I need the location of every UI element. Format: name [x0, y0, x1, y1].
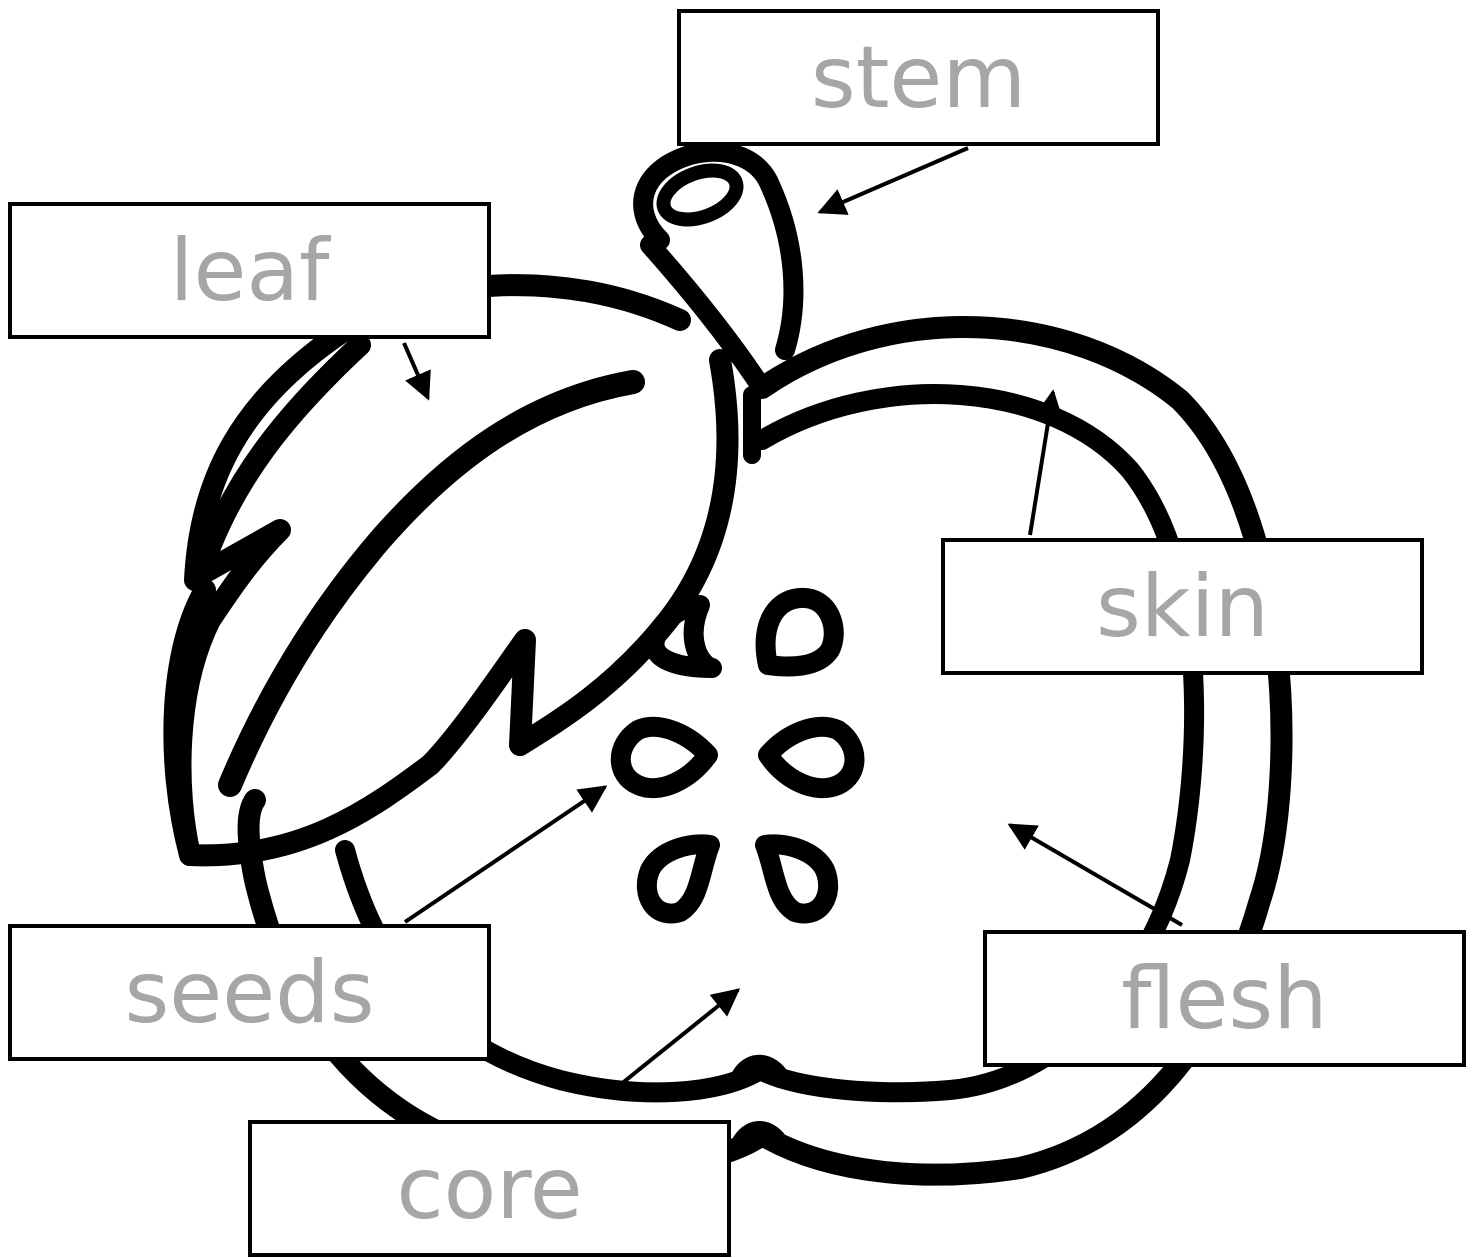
seed-6: [765, 844, 828, 913]
label-stem: stem: [811, 35, 1026, 121]
leaf-vein: [230, 382, 633, 785]
label-box-stem: stem: [677, 9, 1160, 146]
label-flesh: flesh: [1121, 956, 1327, 1042]
label-seeds: seeds: [124, 950, 374, 1036]
arrow-flesh: [1010, 825, 1182, 925]
label-box-skin: skin: [941, 538, 1424, 675]
seed-1: [654, 605, 712, 668]
label-leaf: leaf: [170, 228, 330, 314]
arrow-stem: [820, 148, 968, 212]
arrow-leaf: [404, 343, 428, 398]
label-box-core: core: [248, 1120, 731, 1257]
seed-5: [647, 844, 710, 913]
seed-2: [766, 598, 834, 667]
arrow-seeds: [405, 787, 605, 922]
label-core: core: [396, 1146, 582, 1232]
seed-3: [621, 727, 708, 788]
label-box-seeds: seeds: [8, 924, 491, 1061]
label-box-flesh: flesh: [983, 930, 1466, 1067]
label-box-leaf: leaf: [8, 202, 491, 339]
seed-4: [768, 727, 855, 788]
label-skin: skin: [1096, 564, 1269, 650]
